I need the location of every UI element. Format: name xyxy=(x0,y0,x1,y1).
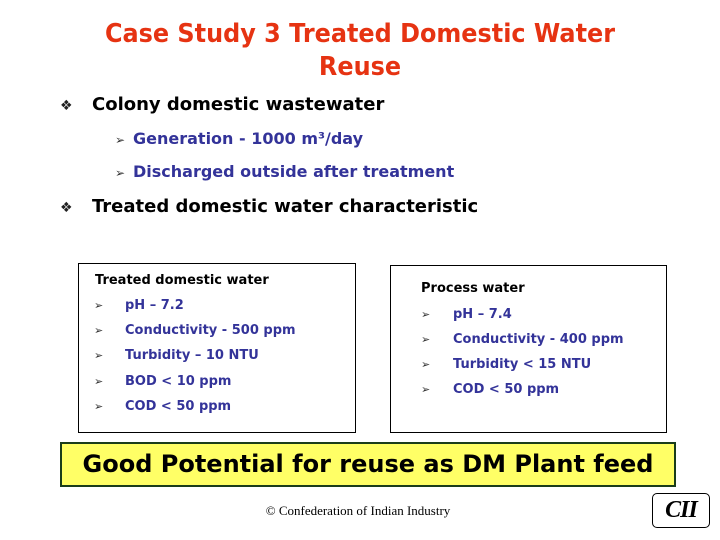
param-cod: COD < 50 ppm xyxy=(453,382,560,397)
treated-water-box: Treated domestic water ➢ pH – 7.2 ➢ Cond… xyxy=(78,263,356,433)
conclusion-banner: Good Potential for reuse as DM Plant fee… xyxy=(60,442,676,487)
logo-text: CII xyxy=(665,497,698,523)
bullet-text: Treated domestic water characteristic xyxy=(92,196,479,217)
arrow-bullet-icon: ➢ xyxy=(94,324,104,337)
arrow-bullet-icon: ➢ xyxy=(421,333,431,346)
arrow-bullet-icon: ➢ xyxy=(421,383,431,396)
param-cod: COD < 50 ppm xyxy=(125,399,232,414)
slide-title: Case Study 3 Treated Domestic Water Reus… xyxy=(29,18,691,84)
param-bod: BOD < 10 ppm xyxy=(125,374,232,389)
bullet-text: Colony domestic wastewater xyxy=(92,94,385,115)
sub-bullet-text: Generation - 1000 m³/day xyxy=(133,129,364,148)
param-ph: pH – 7.2 xyxy=(125,298,184,313)
process-water-box: Process water ➢ pH – 7.4 ➢ Conductivity … xyxy=(390,265,667,433)
title-line-2: Reuse xyxy=(318,52,402,82)
arrow-bullet-icon: ➢ xyxy=(115,166,126,180)
bullet-characteristic: ❖ Treated domestic water characteristic xyxy=(60,196,478,217)
sub-bullet-generation: ➢ Generation - 1000 m³/day xyxy=(115,129,363,148)
copyright-footer: © Confederation of Indian Industry xyxy=(265,503,451,518)
bullet-colony: ❖ Colony domestic wastewater xyxy=(60,94,384,115)
banner-text: Good Potential for reuse as DM Plant fee… xyxy=(82,450,654,478)
param-conductivity: Conductivity - 500 ppm xyxy=(125,323,296,338)
arrow-bullet-icon: ➢ xyxy=(94,349,104,362)
arrow-bullet-icon: ➢ xyxy=(94,400,104,413)
sub-bullet-discharged: ➢ Discharged outside after treatment xyxy=(115,162,454,181)
arrow-bullet-icon: ➢ xyxy=(94,299,104,312)
arrow-bullet-icon: ➢ xyxy=(115,133,126,147)
arrow-bullet-icon: ➢ xyxy=(94,375,104,388)
param-turbidity: Turbidity – 10 NTU xyxy=(125,348,259,363)
param-turbidity: Turbidity < 15 NTU xyxy=(453,357,592,372)
cii-logo: CII xyxy=(652,493,710,528)
param-ph: pH – 7.4 xyxy=(453,307,512,322)
param-conductivity: Conductivity - 400 ppm xyxy=(453,332,624,347)
diamond-bullet-icon: ❖ xyxy=(60,200,73,216)
title-line-1: Case Study 3 Treated Domestic Water xyxy=(104,19,616,49)
arrow-bullet-icon: ➢ xyxy=(421,308,431,321)
box-heading: Treated domestic water xyxy=(95,273,269,288)
arrow-bullet-icon: ➢ xyxy=(421,358,431,371)
box-heading: Process water xyxy=(421,281,525,296)
diamond-bullet-icon: ❖ xyxy=(60,98,73,114)
sub-bullet-text: Discharged outside after treatment xyxy=(133,162,455,181)
